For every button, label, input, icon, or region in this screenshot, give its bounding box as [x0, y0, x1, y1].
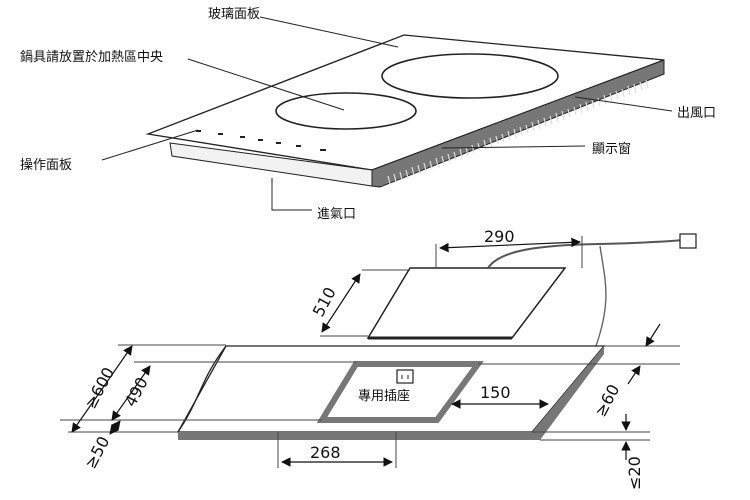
dim-text-150: 150 [480, 383, 511, 402]
dim-line-60 [645, 323, 661, 347]
dim-text-490: 490 [121, 374, 152, 410]
dim-text-290: 290 [484, 227, 515, 246]
side-body [371, 59, 665, 188]
air-outlet-label: 出風口 [677, 106, 717, 121]
heating-zone-large [381, 53, 559, 99]
dim-text-ge600: ≥600 [81, 364, 118, 412]
control-panel-label: 操作面板 [20, 158, 73, 173]
glass-panel-label: 玻璃面板 [208, 7, 261, 22]
control-buttons [196, 130, 326, 151]
heating-zone-small [275, 92, 417, 130]
dim-line-290 [439, 237, 581, 253]
countertop-edge [178, 432, 532, 440]
dim-text-ge50: ≥50 [81, 433, 114, 472]
power-cable [487, 239, 685, 269]
dim-line-490 [111, 365, 151, 421]
dim-text-510: 510 [309, 284, 340, 320]
dim-text-le20: ≤20 [625, 456, 644, 490]
dim-line-50 [109, 420, 121, 435]
pot-center-label: 鍋具請放置於加熱區中央 [20, 50, 164, 65]
dim-line-600 [71, 345, 133, 433]
dim-line-510 [321, 273, 361, 333]
vent-slots [387, 79, 649, 185]
socket-icon [396, 369, 414, 384]
dim-text-268: 268 [310, 443, 341, 462]
socket-label: 專用插座 [358, 389, 410, 404]
hob-outline [366, 267, 567, 339]
dim-text-ge60: ≥60 [591, 381, 624, 420]
plug [679, 233, 697, 249]
display-window-label: 顯示窗 [592, 142, 632, 157]
air-inlet-label: 進氣口 [317, 207, 357, 222]
cooktop-illustration [101, 16, 673, 211]
